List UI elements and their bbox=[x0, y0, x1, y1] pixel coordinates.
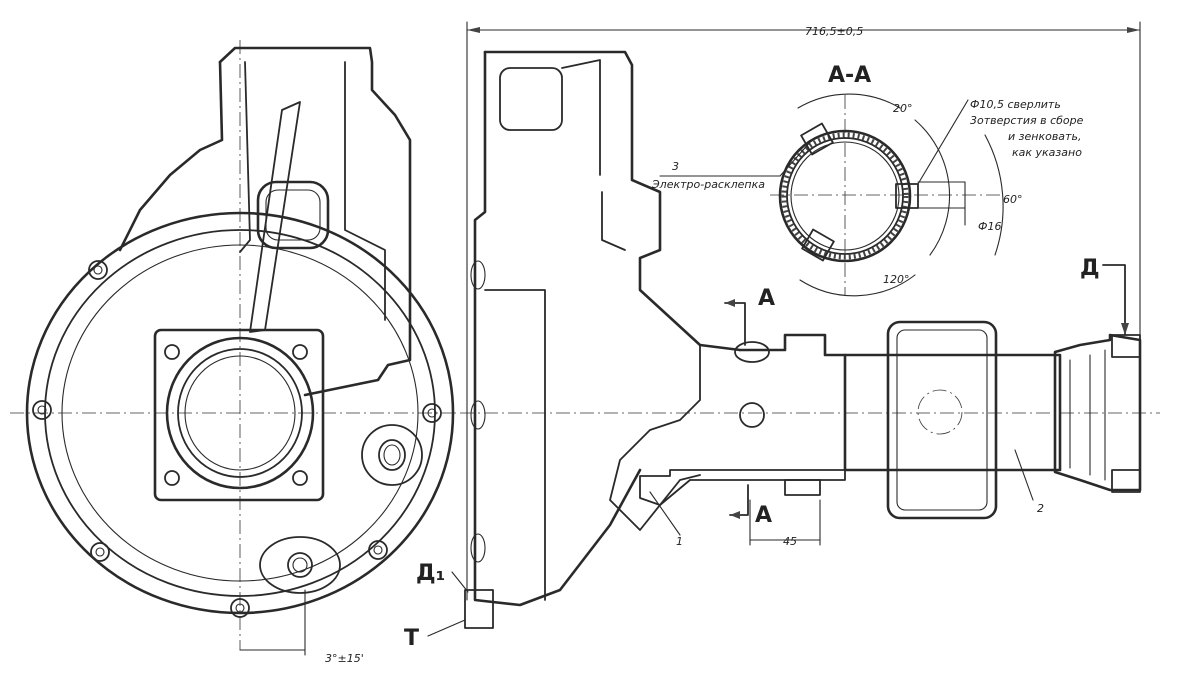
angle-dimension-label: 3°±15' bbox=[325, 652, 364, 665]
arc-120 bbox=[799, 274, 916, 297]
section-arrow-top bbox=[724, 302, 746, 346]
part-3-label: 3 bbox=[672, 160, 679, 173]
t-label: Т bbox=[404, 626, 419, 651]
drain-boss bbox=[259, 536, 341, 594]
angle-60-label: 60° bbox=[1003, 193, 1023, 206]
view-marker-d1: Д₁ bbox=[416, 561, 445, 586]
t-part bbox=[464, 589, 494, 629]
section-tube-inner bbox=[786, 137, 904, 255]
front-view: 3°±15' bbox=[10, 40, 460, 665]
section-title: А-А bbox=[828, 63, 871, 88]
flange-outer-outline bbox=[25, 211, 455, 615]
angle-120-label: 120° bbox=[883, 273, 910, 286]
section-a-a: А-А 20° 60° 120° Ф16 Ф10,5 сверлить 3отв… bbox=[651, 63, 1084, 297]
side-boss bbox=[361, 424, 423, 486]
overall-dimension: 716,5±0,5 bbox=[466, 21, 1141, 601]
dia-16-label: Ф16 bbox=[978, 220, 1001, 233]
hub-section-hatch bbox=[639, 469, 846, 506]
tube-pad bbox=[886, 320, 998, 520]
housing-left-wall bbox=[118, 60, 224, 252]
neck-window bbox=[256, 180, 330, 250]
bore-outer bbox=[165, 336, 315, 490]
axle-tube bbox=[843, 353, 1062, 472]
part-2-label: 2 bbox=[1037, 502, 1044, 515]
angle-20-label: 20° bbox=[893, 102, 913, 115]
housing-neck bbox=[218, 46, 412, 397]
arc-60 bbox=[984, 134, 1004, 256]
arc-20 bbox=[797, 93, 901, 109]
housing-left-contour bbox=[473, 50, 642, 607]
rivet-boss-bottom bbox=[801, 228, 835, 262]
square-boss bbox=[153, 328, 325, 502]
tube-end-flange bbox=[1053, 333, 1142, 492]
drill-note-line1: Ф10,5 сверлить bbox=[970, 98, 1061, 111]
rivet-hole-top bbox=[734, 341, 770, 363]
drill-note-line4: как указано bbox=[1012, 146, 1082, 159]
hub-contour bbox=[738, 333, 847, 472]
flange-bolt-holes bbox=[32, 260, 442, 618]
drill-note-line2: 3отверстия в сборе bbox=[970, 114, 1084, 127]
flange-bolt-circle bbox=[61, 244, 419, 582]
overall-dimension-label: 716,5±0,5 bbox=[805, 25, 863, 38]
rivet-boss-top bbox=[800, 122, 834, 156]
bore-inner bbox=[177, 348, 303, 478]
section-arrow-bottom bbox=[729, 484, 749, 516]
side-view: А А 45 Д Д₁ Т 1 2 bbox=[404, 50, 1160, 651]
housing-top-contour bbox=[483, 50, 742, 352]
drill-note-line3: и зенковать, bbox=[1008, 130, 1081, 143]
view-marker-d: Д bbox=[1080, 256, 1100, 281]
rivet-note: Электро-расклепка bbox=[651, 178, 765, 191]
section-marker-top: А bbox=[758, 286, 775, 311]
section-tube-outer bbox=[778, 129, 912, 263]
dim-45-label: 45 bbox=[783, 535, 797, 548]
part-1-label: 1 bbox=[676, 535, 683, 548]
rivet-hole-mid bbox=[739, 402, 765, 428]
section-marker-bottom: А bbox=[755, 503, 772, 528]
tube-hole bbox=[917, 389, 963, 435]
rivet-boss-right bbox=[895, 183, 919, 209]
side-window bbox=[499, 67, 563, 131]
